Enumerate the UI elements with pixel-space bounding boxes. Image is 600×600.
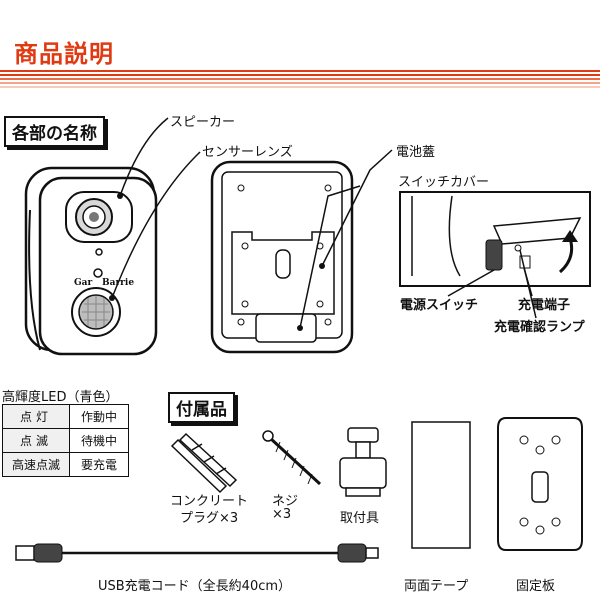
label-battery-cover: 電池蓋: [396, 145, 436, 160]
usb-cord-icon: [15, 543, 379, 563]
label-charge-lamp: 充電確認ランプ: [494, 320, 585, 335]
label-switch-cover: スイッチカバー: [398, 175, 490, 190]
table-row: 高速点滅 要充電: [2, 452, 129, 477]
device-diagram: [24, 117, 591, 356]
screw-icon: [262, 430, 322, 486]
label-plate: 固定板: [516, 579, 556, 594]
led-indicator-icon: [93, 268, 103, 278]
led-state: 高速点滅: [2, 452, 70, 477]
tape-icon: [411, 421, 471, 549]
label-anchor-2: プラグ×3: [180, 511, 239, 526]
label-usb-cord: USB充電コード（全長約40cm）: [98, 579, 292, 594]
accessories-diagram: [15, 417, 583, 563]
arrow-up-icon: [562, 230, 578, 242]
fixing-plate-icon: [497, 417, 583, 551]
mount-bracket-icon: [339, 427, 387, 497]
detail-zoom: [399, 191, 591, 287]
label-anchor-1: コンクリート: [170, 494, 249, 509]
table-row: 点滅 待機中: [2, 428, 129, 453]
table-row: 点灯 作動中: [2, 404, 129, 429]
parts-heading: 各部の名称: [4, 116, 105, 147]
label-charge-port: 充電端子: [518, 298, 571, 313]
label-power-switch: 電源スイッチ: [400, 298, 479, 313]
brand-left: Gar: [74, 278, 93, 288]
page-title: 商品説明: [14, 40, 114, 68]
label-screw-1: ネジ: [272, 494, 299, 509]
led-meaning: 待機中: [69, 428, 129, 453]
label-sensor-lens: センサーレンズ: [202, 145, 293, 160]
accessories-heading: 付属品: [168, 392, 235, 423]
led-meaning: 作動中: [69, 404, 129, 429]
led-meaning: 要充電: [69, 452, 129, 477]
concrete-plug-icon: [170, 432, 238, 494]
back-device: [210, 160, 354, 354]
front-device: [24, 166, 158, 356]
charge-lamp-icon: [514, 244, 522, 252]
led-title: 高輝度LED（青色）: [2, 390, 119, 405]
label-tape: 両面テープ: [404, 579, 469, 594]
led-state: 点灯: [2, 404, 70, 429]
led-table: 点灯 作動中 点滅 待機中 高速点滅 要充電: [2, 404, 129, 477]
label-screw-2: ×3: [272, 507, 292, 522]
brand-right: Barrie: [102, 278, 135, 288]
label-mount: 取付具: [340, 511, 380, 526]
label-speaker: スピーカー: [170, 115, 236, 130]
switch-cover: [255, 313, 317, 343]
header-stripe: [0, 70, 600, 92]
power-switch-icon: [485, 239, 503, 271]
led-state: 点滅: [2, 428, 70, 453]
